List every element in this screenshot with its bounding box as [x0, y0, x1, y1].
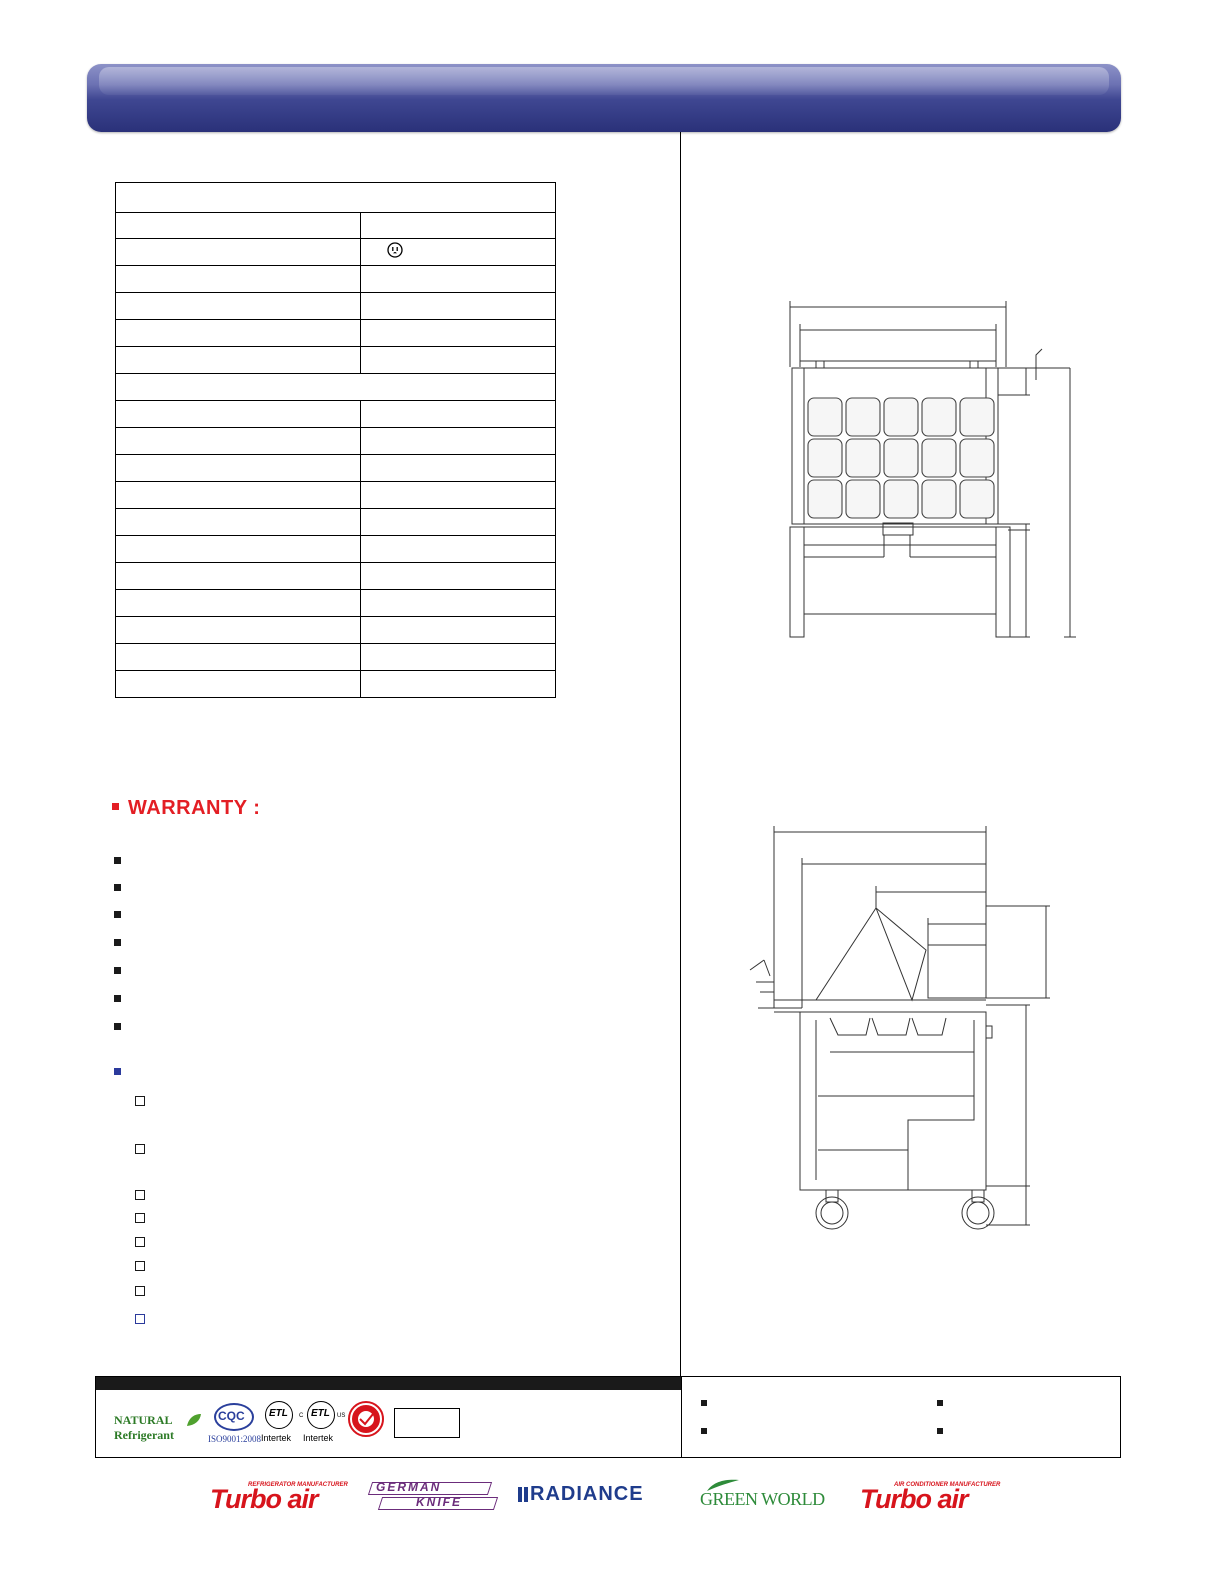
option-checkbox[interactable]: [135, 1286, 145, 1296]
table-row: [116, 562, 555, 563]
column-divider: [680, 132, 681, 1376]
table-column-divider: [360, 212, 361, 374]
header-banner: [87, 64, 1121, 132]
spec-table: [115, 182, 556, 698]
radiance-logo: RADIANCE: [518, 1483, 678, 1508]
natural-refrigerant-logo: NATURAL Refrigerant: [114, 1413, 201, 1449]
etl-intertek-icon: ETL Intertek: [261, 1399, 301, 1449]
table-row: [116, 373, 555, 374]
list-item-bullet: [114, 939, 121, 946]
option-checkbox[interactable]: [135, 1261, 145, 1271]
table-row: [116, 481, 555, 482]
table-row: [116, 508, 555, 509]
table-row: [116, 454, 555, 455]
etl-label: ETL: [311, 1408, 330, 1419]
cqc-label: CQC: [218, 1409, 245, 1423]
footer-box: NATURAL Refrigerant CQC ISO9001:2008 ETL…: [95, 1376, 1121, 1458]
etl-us-label: US: [337, 1413, 346, 1419]
table-row: [116, 238, 555, 239]
turbo-air-tag: AIR CONDITIONER MANUFACTURER: [894, 1482, 1001, 1488]
list-item-bullet: [114, 1023, 121, 1030]
footer-bullet: [937, 1400, 943, 1406]
intertek-label: Intertek: [303, 1433, 334, 1443]
footer-bar: [96, 1377, 681, 1390]
german-knife-line1: GERMAN: [376, 1480, 442, 1494]
green-world-name: GREEN WORLD: [700, 1489, 825, 1509]
table-row: [116, 265, 555, 266]
table-row: [116, 670, 555, 671]
turbo-air-tag: REFRIGERATOR MANUFACTURER: [248, 1482, 348, 1488]
option-checkbox[interactable]: [135, 1314, 145, 1324]
list-item-bullet: [114, 884, 121, 891]
green-world-leaf-icon: [707, 1479, 739, 1491]
ce-compliance-icon: [348, 1401, 384, 1437]
iso-label: ISO9001:2008: [208, 1434, 262, 1444]
footer-divider: [681, 1377, 682, 1457]
intertek-label: Intertek: [261, 1433, 292, 1443]
turbo-air-name: Turbo air: [210, 1484, 319, 1514]
table-row: [116, 292, 555, 293]
turbo-air-name: Turbo air: [860, 1484, 969, 1514]
list-item-bullet: [114, 967, 121, 974]
side-view-drawing: [749, 826, 1050, 1230]
option-bullet: [114, 1068, 121, 1075]
table-row: [116, 427, 555, 428]
warranty-bullet-icon: [112, 803, 119, 810]
table-row: [116, 643, 555, 644]
warranty-title: WARRANTY :: [128, 797, 261, 819]
power-plug-icon: [387, 242, 403, 258]
footer-bullet: [701, 1400, 707, 1406]
natural-refrigerant-line2: Refrigerant: [114, 1428, 174, 1442]
table-row: [116, 400, 555, 401]
etl-label: ETL: [269, 1408, 288, 1419]
footer-bullet: [701, 1428, 707, 1434]
option-checkbox[interactable]: [135, 1190, 145, 1200]
option-checkbox[interactable]: [135, 1144, 145, 1154]
table-row: [116, 346, 555, 347]
front-view-drawing: [789, 301, 1076, 638]
radiance-name: RADIANCE: [530, 1483, 644, 1505]
option-checkbox[interactable]: [135, 1213, 145, 1223]
option-checkbox[interactable]: [135, 1096, 145, 1106]
etl-c-label: C: [299, 1413, 304, 1419]
turbo-air-refrigerator-logo: REFRIGERATOR MANUFACTURER Turbo air: [208, 1481, 348, 1515]
table-row: [116, 616, 555, 617]
natural-refrigerant-leaf-icon: [187, 1414, 201, 1426]
table-row: [116, 535, 555, 536]
german-knife-line2: KNIFE: [416, 1495, 462, 1509]
table-row: [116, 319, 555, 320]
option-checkbox[interactable]: [135, 1237, 145, 1247]
list-item-bullet: [114, 857, 121, 864]
header-banner-gloss: [99, 67, 1109, 95]
cqc-certification-icon: CQC ISO9001:2008: [208, 1400, 262, 1450]
list-item-bullet: [114, 995, 121, 1002]
etl-c-us-intertek-icon: C ETL US Intertek: [299, 1399, 349, 1449]
empty-cert-box: [394, 1408, 460, 1438]
list-item-bullet: [114, 911, 121, 918]
footer-bullet: [937, 1428, 943, 1434]
natural-refrigerant-line1: NATURAL: [114, 1413, 173, 1427]
german-knife-logo: GERMAN KNIFE: [367, 1479, 499, 1513]
table-column-divider: [360, 400, 361, 698]
turbo-air-air-conditioner-logo: AIR CONDITIONER MANUFACTURER Turbo air: [858, 1481, 1003, 1515]
table-row: [116, 212, 555, 213]
green-world-logo: GREEN WORLD: [700, 1478, 840, 1512]
table-row: [116, 589, 555, 590]
